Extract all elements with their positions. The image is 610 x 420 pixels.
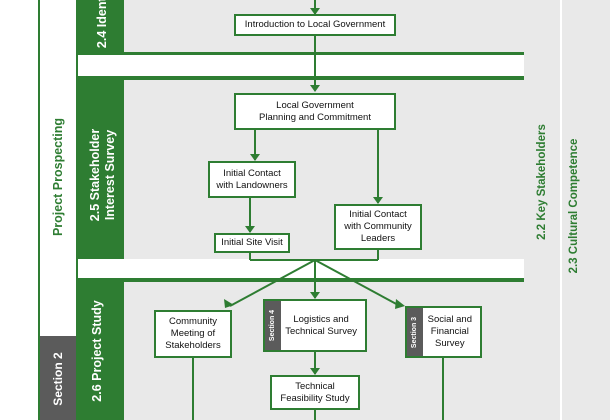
right-column-divider <box>560 0 562 420</box>
initial-site-visit-text: Initial Site Visit <box>221 237 283 248</box>
section4-tag-text: Section 4 <box>269 309 277 342</box>
local-government-planning-box: Local Government Planning and Commitment <box>234 93 396 130</box>
section4-tag: Section 4 <box>265 301 281 350</box>
feasibility-study-box: Technical Feasibility Study <box>270 375 360 410</box>
section2-badge <box>40 336 76 420</box>
feasibility-study-text: Technical Feasibility Study <box>280 380 350 404</box>
contact-landowners-text: Initial Contact with Landowners <box>216 167 288 191</box>
band-study <box>76 282 124 420</box>
intro-local-government-box: Introduction to Local Government <box>234 14 396 36</box>
band-divider-2 <box>76 278 524 282</box>
section3-tag-text: Section 3 <box>411 316 419 348</box>
contact-community-leaders-text: Initial Contact with Community Leaders <box>344 209 412 244</box>
local-government-planning-text: Local Government Planning and Commitment <box>259 99 371 123</box>
logistics-survey-text: Logistics and Technical Survey <box>285 313 357 337</box>
section3-tag: Section 3 <box>407 308 423 356</box>
band-divider-1 <box>76 76 524 80</box>
contact-community-leaders-box: Initial Contact with Community Leaders <box>334 204 422 250</box>
right-column <box>524 0 610 420</box>
initial-site-visit-box: Initial Site Visit <box>214 233 290 253</box>
band-stakeholder <box>76 80 124 259</box>
community-meeting-text: Community Meeting of Stakeholders <box>165 316 221 351</box>
social-survey-text: Social and Financial Survey <box>427 314 472 349</box>
contact-landowners-box: Initial Contact with Landowners <box>208 161 296 198</box>
community-meeting-box: Community Meeting of Stakeholders <box>154 310 232 358</box>
intro-local-government-text: Introduction to Local Government <box>244 19 386 30</box>
